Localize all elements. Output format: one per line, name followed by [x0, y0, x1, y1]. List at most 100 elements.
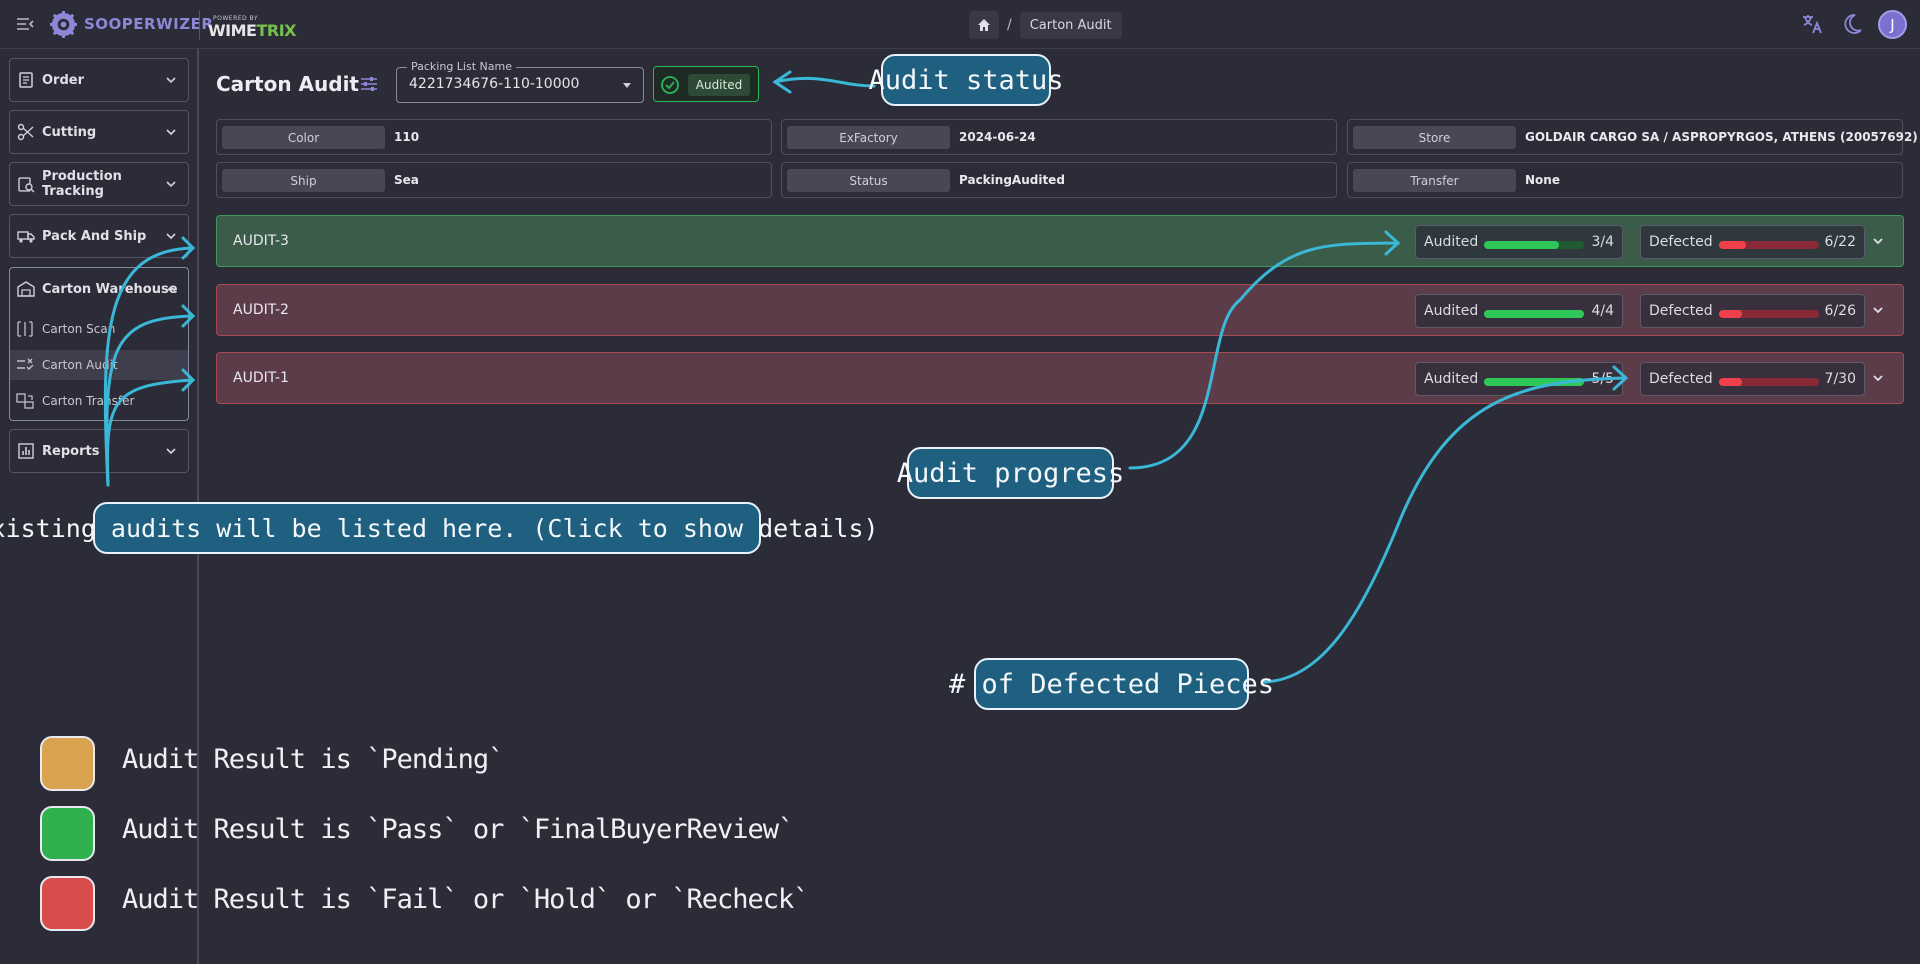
clipboard-search-icon	[18, 177, 35, 193]
info-exfactory: ExFactory 2024-06-24	[781, 119, 1337, 155]
defected-progress-fill	[1719, 378, 1743, 386]
audited-progress-fill	[1484, 310, 1584, 318]
arrow-audit-status	[773, 76, 876, 88]
info-ship: Ship Sea	[216, 162, 772, 198]
chevron-down-icon	[166, 233, 176, 240]
audit-status-badge: Audited	[688, 74, 750, 96]
checklist-icon	[17, 358, 34, 370]
sidebar-item-label: Carton Warehouse	[42, 281, 178, 297]
user-avatar[interactable]: J	[1878, 10, 1907, 39]
info-key: Store	[1353, 126, 1516, 149]
defected-label: Defected	[1649, 371, 1713, 387]
legend-text-fail: Audit Result is `Fail` or `Hold` or `Rec…	[122, 884, 809, 915]
audit-row-1[interactable]: AUDIT-1 Audited 5/5 Defected 7/30	[216, 352, 1904, 404]
breadcrumb-separator: /	[1007, 17, 1012, 33]
home-button[interactable]	[969, 11, 999, 39]
bar-chart-icon	[18, 443, 34, 459]
defected-count: 6/22	[1824, 234, 1856, 250]
defected-label: Defected	[1649, 234, 1713, 250]
defected-progress-track	[1719, 241, 1819, 249]
audited-progress-fill	[1484, 241, 1559, 249]
info-key: Ship	[222, 169, 385, 192]
sidebar-subitem-carton-audit[interactable]: Carton Audit	[10, 350, 188, 380]
audit-row-2[interactable]: AUDIT-2 Audited 4/4 Defected 6/26	[216, 284, 1904, 336]
sidebar-subitem-label: Carton Audit	[42, 358, 118, 372]
info-value: None	[1525, 173, 1560, 187]
logo-divider	[199, 10, 200, 40]
legend-text-pass: Audit Result is `Pass` or `FinalBuyerRev…	[122, 814, 794, 845]
sidebar-item-label: Reports	[42, 443, 100, 459]
tune-icon[interactable]	[359, 74, 379, 94]
audited-label: Audited	[1424, 371, 1479, 387]
translate-icon[interactable]	[1800, 12, 1824, 36]
info-key: Status	[787, 169, 950, 192]
info-value: Sea	[394, 173, 419, 187]
sidebar-item-carton-warehouse[interactable]: Carton Warehouse	[10, 268, 188, 310]
breadcrumb: / Carton Audit	[969, 11, 1122, 39]
defected-progress: Defected 6/22	[1640, 225, 1865, 259]
scan-icon	[17, 321, 33, 337]
sidebar-subitem-carton-scan[interactable]: Carton Scan	[10, 314, 188, 344]
info-value: GOLDAIR CARGO SA / ASPROPYRGOS, ATHENS (…	[1525, 130, 1920, 144]
audited-progress-fill	[1484, 378, 1584, 386]
sidebar-group-carton-warehouse: Carton Warehouse Carton Scan Carton Audi…	[9, 267, 189, 421]
caret-down-icon	[623, 83, 631, 88]
document-icon	[19, 72, 33, 88]
powered-by-label: POWERED BY	[213, 15, 259, 22]
callout-audit-status: Audit status	[868, 54, 1064, 106]
sidebar-item-cutting[interactable]: Cutting	[9, 110, 189, 154]
audited-progress-track	[1484, 241, 1584, 249]
sidebar-item-order[interactable]: Order	[9, 58, 189, 102]
sidebar-item-label: Cutting	[42, 124, 97, 140]
sidebar-item-reports[interactable]: Reports	[9, 429, 189, 473]
sidebar-item-label: Order	[42, 72, 84, 88]
chevron-down-icon[interactable]	[1871, 234, 1885, 248]
callout-defected-pieces: # of Defected Pieces	[949, 658, 1274, 710]
defected-progress-fill	[1719, 241, 1747, 249]
audit-name: AUDIT-2	[233, 302, 289, 318]
chevron-down-icon[interactable]	[1871, 371, 1885, 385]
audit-row-3[interactable]: AUDIT-3 Audited 3/4 Defected 6/22	[216, 215, 1904, 267]
sidebar-item-pack-and-ship[interactable]: Pack And Ship	[9, 214, 189, 258]
defected-progress: Defected 7/30	[1640, 362, 1865, 396]
chevron-down-icon	[166, 448, 176, 455]
audited-count: 3/4	[1591, 234, 1614, 250]
audit-name: AUDIT-1	[233, 370, 289, 386]
partner-logo: WIMETRIX	[208, 21, 296, 40]
brand-name: SOOPERWIZER	[84, 15, 214, 33]
packing-list-select[interactable]: Packing List Name 4221734676-110-10000	[396, 60, 644, 103]
audited-progress: Audited 5/5	[1415, 362, 1623, 396]
chevron-down-icon	[166, 129, 176, 136]
callout-existing-audits: Existing audits will be listed here. (Cl…	[0, 502, 879, 554]
home-icon	[978, 19, 990, 31]
info-color: Color 110	[216, 119, 772, 155]
breadcrumb-current[interactable]: Carton Audit	[1019, 11, 1122, 39]
scissors-icon	[17, 123, 34, 141]
defected-progress: Defected 6/26	[1640, 294, 1865, 328]
legend-swatch-pass	[40, 806, 95, 861]
logo-icon	[49, 10, 78, 39]
legend-text-pending: Audit Result is `Pending`	[122, 744, 504, 775]
sidebar-item-label: Production Tracking	[41, 169, 122, 199]
chevron-down-icon	[166, 77, 176, 84]
defected-count: 7/30	[1824, 371, 1856, 387]
sidebar-subitem-label: Carton Scan	[42, 322, 116, 336]
partner-logo-prefix: WIME	[208, 21, 257, 40]
menu-collapse-icon[interactable]	[16, 15, 34, 33]
sidebar-subitem-carton-transfer[interactable]: Carton Transfer	[10, 386, 188, 416]
dark-mode-icon[interactable]	[1840, 12, 1864, 36]
arrowhead-audit-status	[772, 70, 792, 94]
chevron-down-icon[interactable]	[1871, 303, 1885, 317]
packing-list-legend: Packing List Name	[407, 60, 516, 73]
callout-audit-progress: Audit progress	[897, 447, 1124, 499]
arrow-defected-pieces	[1262, 376, 1628, 684]
info-value: PackingAudited	[959, 173, 1065, 187]
chevron-up-icon	[166, 285, 176, 292]
sidebar-item-production-tracking[interactable]: Production Tracking	[9, 162, 189, 206]
packing-list-value: 4221734676-110-10000	[409, 76, 580, 92]
audit-status-chip: Audited	[653, 66, 759, 102]
legend-swatch-pending	[40, 736, 95, 791]
audited-progress-track	[1484, 310, 1584, 318]
defected-progress-track	[1719, 310, 1819, 318]
sidebar-item-label: Pack And Ship	[42, 228, 147, 244]
